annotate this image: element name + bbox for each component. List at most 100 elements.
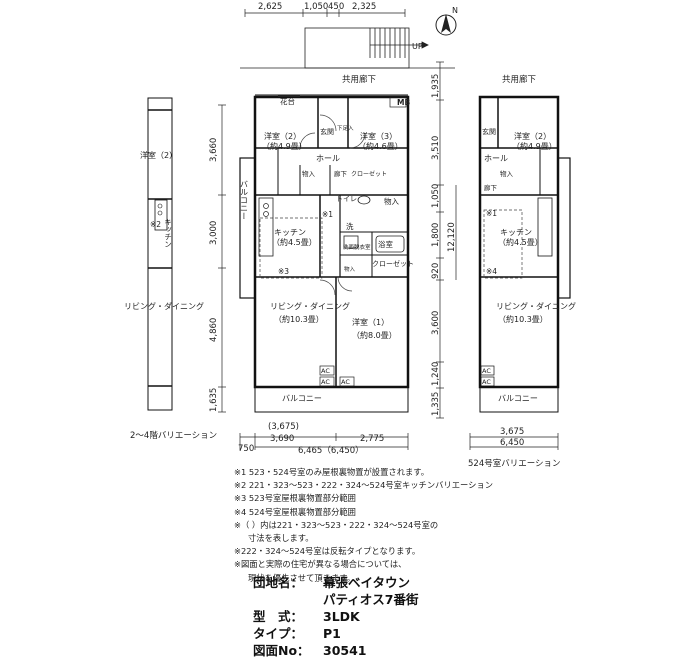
right-mark4: ※4 (486, 267, 497, 276)
dim-bottom-left: 750 (238, 444, 254, 454)
dim-right-7: 1,240 (431, 362, 441, 386)
info-style-row: タイプ： P1 (253, 625, 418, 642)
flowerbed-label: 花台 (280, 96, 295, 106)
info-style-value: P1 (323, 626, 341, 641)
svg-text:N: N (452, 6, 458, 15)
bathtub (375, 235, 405, 253)
kitchen-label: キッチン (274, 228, 306, 237)
right-balcony: バルコニー (498, 394, 538, 403)
right-storage: 物入 (500, 169, 514, 178)
living-area: （約10.3畳） (274, 314, 324, 324)
info-name-row: 団地名： 幕張ベイタウン (253, 574, 418, 591)
note-4: ※4 524号室屋根裏物置部分範囲 (234, 506, 356, 517)
storage-label-2: 物入 (384, 196, 399, 206)
balcony-vertical-label: バルコニー (240, 180, 249, 220)
note-7: ※222・324〜524号室は反転タイプとなります。 (234, 546, 421, 557)
right-variation-plan (478, 95, 571, 413)
ac-units: AC AC AC (319, 365, 355, 387)
right-corridor: 共用廊下 (502, 74, 537, 85)
left-variation-labels: 洋室（2） ※2 キッチン リビング・ダイニング (124, 150, 204, 311)
left-kitchen: キッチン (164, 218, 173, 248)
attic-area-3 (259, 217, 323, 279)
wash-label: 洗 (346, 221, 354, 231)
right-youshitsu2: 洋室（2） (514, 131, 551, 141)
up-label: UP (412, 42, 423, 51)
right-caption: 524号室バリエーション (468, 458, 561, 469)
notes: ※1 523・524号室のみ屋根裏物置が設置されます。 ※2 221・323〜5… (234, 466, 694, 585)
dim-left-2: 3,000 (209, 221, 219, 245)
info-no-row: 図面No：30541 (253, 642, 418, 659)
info-style-label: タイプ： (253, 626, 304, 641)
dim-left-1: 3,660 (209, 138, 219, 162)
dim-right-1: 1,935 (431, 74, 441, 98)
dim-524-1: 3,675 (500, 427, 524, 437)
dim-top-4: 2,325 (352, 2, 376, 12)
note-9: 現状を優先させて頂きます。 (248, 572, 356, 583)
corridor2-label: 廊下 (334, 169, 348, 178)
dim-bottom-2: 3,690 (270, 434, 294, 444)
info-name-label: 団地名： (253, 575, 304, 590)
corridor-label: 共用廊下 (342, 74, 377, 85)
dim-right-4: 1,800 (431, 223, 441, 247)
right-corridor2: 廊下 (484, 183, 498, 192)
youshitsu3-area: （約4.6畳） (358, 141, 403, 151)
left-youshitsu2: 洋室（2） (140, 150, 177, 160)
youshitsu1-area: （約8.0畳） (352, 330, 397, 340)
dim-524-2: 6,450 (500, 438, 524, 448)
living-label: リビング・ダイニング (270, 301, 350, 311)
dim-right-2: 3,510 (431, 136, 441, 160)
kitchen-area: （約4.5畳） (272, 237, 317, 247)
right-living: リビング・ダイニング (496, 301, 576, 311)
info-name-2: パティオス7番街 (323, 592, 419, 607)
washbasin (343, 235, 359, 249)
dim-right-8: 1,335 (431, 392, 441, 416)
left-mark2: ※2 (150, 220, 161, 229)
dim-top-3: 450 (328, 2, 344, 12)
closet-label-1: クローゼット (351, 170, 387, 178)
right-mark1: ※1 (486, 209, 497, 218)
mark3-label: ※3 (278, 267, 289, 276)
bottom-dimensions: (3,675) 3,690 2,775 750 6,465（6,450） (238, 422, 409, 456)
note-8: ※図面と実際の住宅が異なる場合については、 (234, 559, 407, 570)
door-swings (299, 114, 366, 296)
property-info: 団地名： 幕張ベイタウン パティオス7番街 型 式：3LDK タイプ： P1 図面N… (253, 574, 418, 659)
closet-label-2: クローゼット (372, 259, 414, 268)
dim-bottom-3: 2,775 (360, 434, 384, 444)
note-3: ※3 523号室屋根裏物置部分範囲 (234, 493, 356, 504)
ac-label-1: AC (321, 367, 330, 375)
youshitsu3-label: 洋室（3） (360, 131, 397, 141)
floor-plan: N 2,625 1,050 450 2,325 UP 共用廊下 (124, 2, 576, 469)
info-name-row-2: パティオス7番街 (253, 591, 418, 608)
info-no-value: 30541 (323, 643, 367, 658)
hall-label: ホール (316, 154, 340, 163)
dim-right-5: 920 (431, 263, 441, 279)
right-variation-dimensions: 3,675 6,450 (469, 427, 559, 450)
dim-top-2: 1,050 (304, 2, 328, 12)
youshitsu2-area: （約4.9畳） (262, 141, 307, 151)
main-unit-walls (239, 94, 410, 413)
bath-label: 浴室 (378, 239, 393, 249)
genkan-label: 玄関 (320, 127, 334, 136)
note-5: ※（ ）内は221・323〜523・222・324〜524号室の (234, 519, 439, 530)
toilet-label: トイレ (336, 195, 357, 203)
dim-left-3: 4,860 (209, 318, 219, 342)
toilet-bowl (357, 195, 371, 205)
dim-bottom-total: 6,465（6,450） (298, 445, 364, 456)
mark1-label: ※1 (322, 210, 333, 219)
right-kitchen-area: （約4.5畳） (498, 237, 543, 247)
dim-bottom-1: (3,675) (268, 422, 299, 432)
left-living: リビング・ダイニング (124, 301, 204, 311)
ac-label-2: AC (321, 378, 330, 386)
right-genkan: 玄関 (482, 127, 496, 136)
info-name-1: 幕張ベイタウン (323, 575, 411, 590)
info-type-row: 型 式：3LDK (253, 608, 418, 625)
note-1: ※1 523・524号室のみ屋根裏物置が設置されます。 (234, 467, 430, 477)
right-kitchen: キッチン (500, 228, 532, 237)
storage-label-3: 物入 (344, 265, 356, 273)
note-6: 寸法を表します。 (248, 533, 314, 544)
left-variation-plan (147, 97, 173, 411)
youshitsu1-label: 洋室（1） (352, 317, 389, 327)
info-type-label: 型 式： (253, 609, 304, 624)
youshitsu2-label: 洋室（2） (264, 131, 301, 141)
right-hall: ホール (484, 154, 508, 163)
